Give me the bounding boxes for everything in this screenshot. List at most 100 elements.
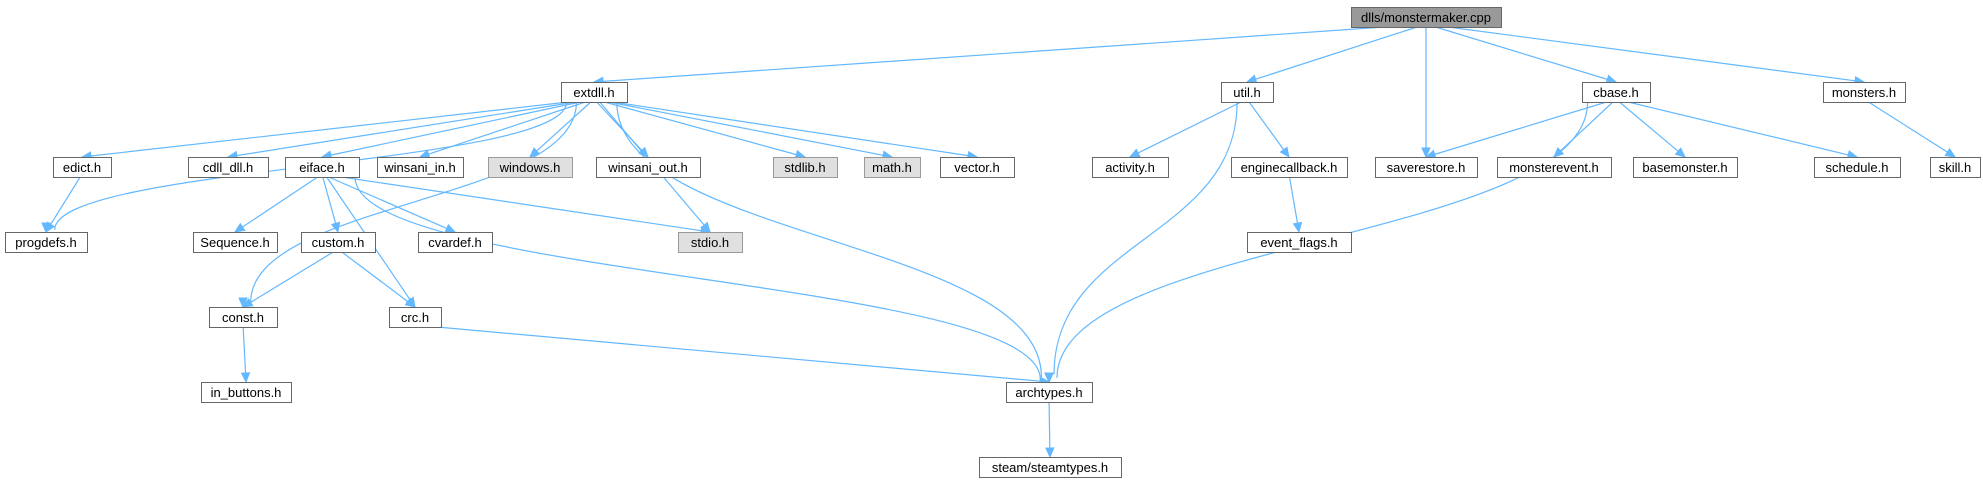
node-label: extdll.h <box>573 85 614 100</box>
node-sequence[interactable]: Sequence.h <box>193 232 278 253</box>
arrowhead-icon <box>444 223 457 233</box>
node-enginecallback[interactable]: enginecallback.h <box>1231 157 1348 178</box>
node-saverestore[interactable]: saverestore.h <box>1375 157 1478 178</box>
edge-root-to-extdll <box>592 26 1385 87</box>
node-monsterevent[interactable]: monsterevent.h <box>1497 157 1612 178</box>
edge-line <box>341 251 409 303</box>
node-label: activity.h <box>1105 160 1155 175</box>
node-box <box>1497 157 1612 178</box>
edge-extdll-to-math <box>608 101 894 160</box>
edge-line <box>602 26 1385 82</box>
node-cbase[interactable]: cbase.h <box>1582 82 1651 103</box>
node-schedule[interactable]: schedule.h <box>1814 157 1901 178</box>
node-box <box>377 157 464 178</box>
edge-line <box>322 176 337 224</box>
edge-line <box>330 101 581 156</box>
node-label: math.h <box>872 160 912 175</box>
edge-cbase-to-basemonster <box>1619 101 1686 158</box>
node-archtypes[interactable]: archtypes.h <box>1006 382 1093 403</box>
node-math[interactable]: math.h <box>864 157 921 178</box>
node-root[interactable]: dlls/monstermaker.cpp <box>1351 7 1502 28</box>
arrowhead-icon <box>1044 372 1054 384</box>
node-windows[interactable]: windows.h <box>488 157 573 178</box>
node-box <box>940 157 1015 178</box>
arrowhead-icon <box>45 221 56 234</box>
node-extdll[interactable]: extdll.h <box>561 82 628 103</box>
edge-line <box>250 251 334 303</box>
edge-line <box>536 101 592 152</box>
edge-line <box>436 326 1041 382</box>
edge-line <box>242 326 247 374</box>
edge-line <box>1255 26 1418 80</box>
node-activity[interactable]: activity.h <box>1092 157 1169 178</box>
node-stdio[interactable]: stdio.h <box>678 232 743 253</box>
edge-cbase-to-monsterevent <box>1553 101 1614 158</box>
node-winsani_in[interactable]: winsani_in.h <box>377 157 464 178</box>
arrowhead-icon <box>638 146 649 158</box>
node-skill[interactable]: skill.h <box>1930 157 1981 178</box>
edge-line <box>1627 101 1849 156</box>
node-box <box>1092 157 1169 178</box>
node-label: schedule.h <box>1826 160 1889 175</box>
node-box <box>1930 157 1981 178</box>
node-event_flags[interactable]: event_flags.h <box>1247 232 1352 253</box>
edges-layer <box>41 26 1957 459</box>
node-label: skill.h <box>1939 160 1972 175</box>
node-in_buttons[interactable]: in_buttons.h <box>201 382 292 403</box>
edge-line <box>341 176 702 232</box>
node-label: winsani_out.h <box>607 160 688 175</box>
node-winsani_out[interactable]: winsani_out.h <box>596 157 701 178</box>
edge-line <box>328 176 447 229</box>
edge-extdll-to-stdlib <box>604 101 807 160</box>
edge-line <box>613 101 969 157</box>
node-monsters[interactable]: monsters.h <box>1823 82 1906 103</box>
node-label: event_flags.h <box>1260 235 1337 250</box>
arrowhead-icon <box>238 297 248 309</box>
arrowhead-icon <box>1245 74 1258 84</box>
edge-line <box>1434 101 1607 155</box>
edge-line <box>608 101 884 156</box>
node-vector[interactable]: vector.h <box>940 157 1015 178</box>
edge-extdll-to-edict <box>80 101 569 161</box>
node-custom[interactable]: custom.h <box>301 232 376 253</box>
edge-edict-to-progdefs <box>45 176 81 234</box>
node-steamtypes[interactable]: steam/steamtypes.h <box>979 457 1122 478</box>
node-label: monsters.h <box>1832 85 1896 100</box>
node-util[interactable]: util.h <box>1221 82 1274 103</box>
edge-line <box>1248 101 1285 151</box>
node-crc[interactable]: crc.h <box>389 307 442 328</box>
edge-line <box>1619 101 1679 152</box>
node-progdefs[interactable]: progdefs.h <box>5 232 88 253</box>
arrowhead-icon <box>1421 147 1431 159</box>
node-label: cdll_dll.h <box>203 160 254 175</box>
edge-cbase-to-schedule <box>1627 101 1859 160</box>
node-box <box>285 157 360 178</box>
edge-eiface-to-sequence <box>233 176 318 233</box>
node-label: monsterevent.h <box>1509 160 1599 175</box>
node-box <box>193 232 278 253</box>
edge-util-to-enginecallback <box>1248 101 1290 158</box>
node-eiface[interactable]: eiface.h <box>285 157 360 178</box>
node-stdlib[interactable]: stdlib.h <box>773 157 838 178</box>
node-box <box>561 82 628 103</box>
edge-extdll-to-windows <box>529 101 592 158</box>
node-cvardef[interactable]: cvardef.h <box>418 232 493 253</box>
node-label: archtypes.h <box>1015 385 1082 400</box>
node-basemonster[interactable]: basemonster.h <box>1633 157 1738 178</box>
edge-line <box>242 176 318 228</box>
node-box <box>1814 157 1901 178</box>
node-edict[interactable]: edict.h <box>53 157 112 178</box>
arrowhead-icon <box>404 297 416 308</box>
node-box <box>1633 157 1738 178</box>
node-label: enginecallback.h <box>1241 160 1338 175</box>
edge-line <box>1053 101 1238 375</box>
edge-line <box>1868 101 1948 153</box>
node-label: in_buttons.h <box>211 385 282 400</box>
node-box <box>5 232 88 253</box>
node-cdll_dll[interactable]: cdll_dll.h <box>188 157 269 178</box>
edge-archtypes-to-steamtypes <box>1045 401 1055 459</box>
edge-line <box>236 101 576 157</box>
node-label: cbase.h <box>1593 85 1639 100</box>
node-const[interactable]: const.h <box>209 307 278 328</box>
